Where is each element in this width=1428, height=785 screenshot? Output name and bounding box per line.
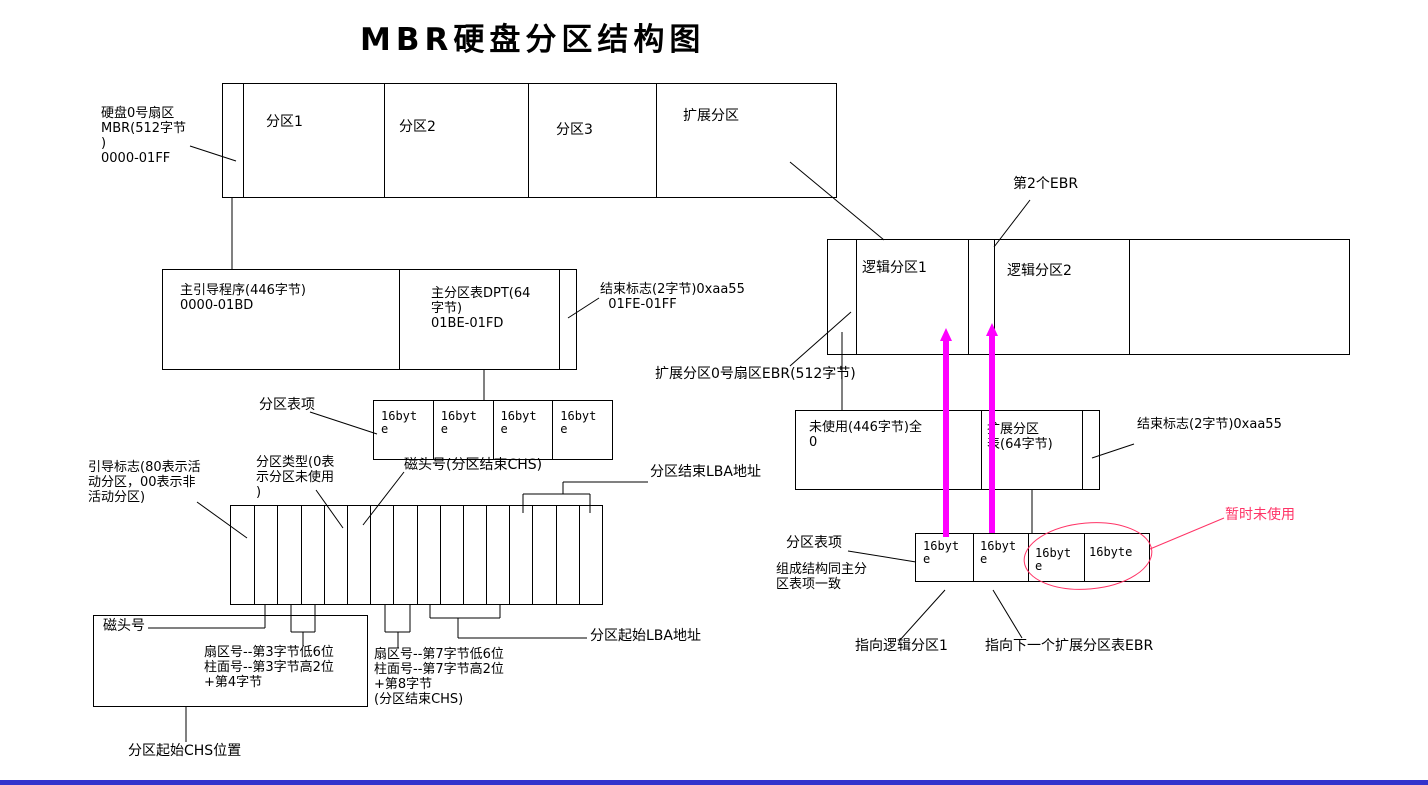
page-title: MBR硬盘分区结构图 (360, 22, 706, 58)
entry-row-right-divider-3 (1084, 534, 1085, 581)
byte-strip-divider (416, 506, 418, 604)
label-disk-sector0-mbr: 硬盘0号扇区 MBR(512字节 ) 0000-01FF (101, 106, 187, 166)
entry-cell: 16byte (434, 401, 494, 459)
extended-divider-ebr2 (994, 240, 995, 354)
entry-cell: 16byte (1089, 545, 1133, 559)
ebr-divider-table (981, 411, 982, 489)
entry-cell: 16byte (980, 539, 1017, 566)
entry-cell: 16byte (494, 401, 554, 459)
byte-strip-divider (323, 506, 325, 604)
label-partition-3: 分区3 (556, 122, 593, 138)
mbr-sector-divider-dpt (399, 270, 400, 369)
label-logical-partition-2: 逻辑分区2 (1007, 263, 1072, 279)
extended-disk-box (827, 239, 1350, 355)
pointer-points-logical1 (899, 589, 946, 641)
label-start-head: 磁头号 (103, 618, 145, 634)
label-end-flag-ebr: 结束标志(2字节)0xaa55 (1137, 417, 1282, 432)
label-partition-entry-left: 分区表项 (259, 397, 315, 413)
byte-strip-divider (462, 506, 464, 604)
label-logical-partition-1: 逻辑分区1 (862, 260, 927, 276)
label-partition-2: 分区2 (399, 119, 436, 135)
byte-strip-divider (254, 506, 256, 604)
entry-cell: 16byte (374, 401, 434, 459)
label-ebr0: 扩展分区0号扇区EBR(512字节) (655, 366, 856, 382)
byte-strip-divider (300, 506, 302, 604)
label-boot-program: 主引导程序(446字节) 0000-01BD (180, 283, 306, 313)
label-start-lba: 分区起始LBA地址 (590, 628, 701, 644)
label-partition-entry-right: 分区表项 (786, 535, 842, 551)
byte-strip-divider (393, 506, 395, 604)
entry-cell: 16byte (923, 539, 960, 566)
entry-row-right: 16byte 16byte 16byte 16byte (915, 533, 1150, 582)
byte-strip-divider (277, 506, 279, 604)
label-partition-1: 分区1 (266, 114, 303, 130)
byte-strip-divider (555, 506, 557, 604)
entry-cell: 16byte (560, 409, 597, 436)
label-points-logical1: 指向逻辑分区1 (855, 638, 948, 654)
pointer-entry-label-right (847, 550, 917, 563)
label-end-flag-mbr: 结束标志(2字节)0xaa55 01FE-01FF (600, 282, 745, 312)
label-temp-unused: 暂时未使用 (1225, 507, 1295, 523)
label-partition-type: 分区类型(0表 示分区未使用 ) (256, 455, 335, 500)
ebr-divider-endflag (1082, 411, 1083, 489)
label-ebr2: 第2个EBR (1013, 176, 1079, 192)
mbr-sector-divider-endflag (559, 270, 560, 369)
extended-divider-ebr0 (856, 240, 857, 354)
extended-divider-1 (968, 240, 969, 354)
disk-box-divider-1 (384, 84, 385, 197)
label-entry-note: 组成结构同主分 区表项一致 (776, 562, 868, 592)
label-ebr-table: 扩展分区 表(64字节) (987, 422, 1053, 452)
byte-strip-divider (486, 506, 488, 604)
label-end-head: 磁头号(分区结束CHS) (404, 457, 543, 473)
entry-row-left: 16byte 16byte 16byte 16byte (373, 400, 613, 460)
label-start-chs-position: 分区起始CHS位置 (128, 743, 242, 759)
label-end-lba: 分区结束LBA地址 (650, 464, 761, 480)
byte-strip-divider (578, 506, 580, 604)
entry-row-right-divider-2 (1028, 534, 1029, 581)
byte-strip-divider (439, 506, 441, 604)
label-points-next-ebr: 指向下一个扩展分区表EBR (985, 638, 1154, 654)
disk-box-divider-mbr (243, 84, 244, 197)
label-dpt: 主分区表DPT(64 字节) 01BE-01FD (431, 286, 531, 331)
pointer-entry-label-left (309, 411, 378, 435)
label-start-chs-bytes: 扇区号--第3字节低6位 柱面号--第3字节高2位 +第4字节 (204, 645, 334, 690)
label-ebr-unused: 未使用(446字节)全 0 (809, 420, 922, 450)
byte-strip-divider (532, 506, 534, 604)
label-end-chs-bytes: 扇区号--第7字节低6位 柱面号--第7字节高2位 +第8字节 (分区结束CHS… (374, 647, 504, 707)
entry-cell: 16byte (1035, 546, 1072, 573)
byte-strip-divider (370, 506, 372, 604)
bottom-blue-bar (0, 780, 1428, 785)
byte-strip (230, 505, 603, 605)
label-boot-flag: 引导标志(80表示活 动分区，00表示非 活动分区) (88, 460, 201, 505)
label-extended-partition: 扩展分区 (683, 108, 739, 124)
disk-box-divider-3 (656, 84, 657, 197)
disk-box-divider-2 (528, 84, 529, 197)
pointer-points-next-ebr (992, 589, 1023, 639)
entry-row-right-divider-1 (973, 534, 974, 581)
byte-strip-divider (346, 506, 348, 604)
pink-pointer-temp-unused (1149, 517, 1225, 550)
extended-divider-2 (1129, 240, 1130, 354)
chs-detail-box (93, 615, 368, 707)
disk-box (222, 83, 837, 198)
mbr-sector-box (162, 269, 577, 370)
byte-strip-divider (509, 506, 511, 604)
